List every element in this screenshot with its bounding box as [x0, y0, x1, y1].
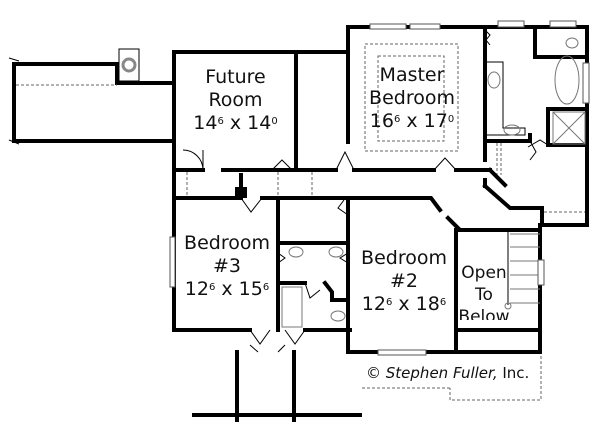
dim-b: 14	[247, 112, 272, 134]
room-name-line2: #2	[389, 270, 418, 292]
dim-a-sup: 6	[385, 297, 393, 308]
chimney	[118, 48, 140, 82]
copyright-symbol: ©	[366, 364, 381, 382]
room-name-line1: Bedroom	[361, 247, 447, 269]
room-name-line2: Bedroom	[369, 87, 455, 109]
room-dimensions: 146 x 140	[178, 112, 293, 135]
open-to-below-label: Open To Below	[458, 262, 510, 320]
dim-a-sup: 6	[393, 114, 401, 125]
dim-a: 12	[184, 278, 209, 300]
dim-a-sup: 6	[208, 282, 216, 293]
dim-a: 16	[369, 110, 394, 132]
bedroom-3-walls	[169, 196, 352, 345]
upper-hall-walls	[172, 159, 461, 231]
dim-a: 12	[361, 293, 386, 315]
room-name-line1: Bedroom	[184, 232, 270, 254]
open-line1: Open	[461, 263, 507, 283]
dim-a: 14	[193, 112, 218, 134]
room-dimensions: 126 x 156	[172, 278, 282, 301]
open-line3: Below	[458, 307, 510, 320]
copyright-notice: © Stephen Fuller, Inc.	[366, 364, 529, 382]
room-label-master-bedroom: Master Bedroom 166 x 170	[357, 64, 467, 133]
open-line2: To	[475, 285, 493, 305]
copyright-suffix: Inc.	[502, 364, 530, 382]
room-name-line2: #3	[212, 255, 241, 277]
dim-sep: x	[221, 278, 233, 300]
dim-b-sup: 0	[271, 116, 278, 127]
room-name-line1: Future	[205, 66, 266, 88]
left-wing-walls	[8, 57, 176, 145]
entry-walls	[192, 344, 362, 422]
master-bath-walls	[483, 20, 590, 227]
dim-sep: x	[398, 293, 410, 315]
dim-b-sup: 6	[262, 282, 270, 293]
dim-b: 15	[238, 278, 263, 300]
dim-b-sup: 0	[447, 114, 455, 125]
room-name-line1: Master	[379, 64, 445, 86]
room-label-bedroom-3: Bedroom #3 126 x 156	[172, 232, 282, 301]
dim-b-sup: 6	[439, 297, 447, 308]
future-room-walls	[172, 50, 298, 172]
room-dimensions: 166 x 170	[357, 110, 467, 133]
jack-jill-bath	[276, 199, 350, 328]
dim-a-sup: 6	[217, 116, 224, 127]
closet-walls	[294, 25, 492, 172]
room-label-future-room: Future Room 146 x 140	[178, 66, 293, 135]
dim-b: 17	[423, 110, 448, 132]
open-to-below	[360, 223, 545, 401]
hall-walls	[482, 167, 589, 227]
dim-sep: x	[406, 110, 418, 132]
room-label-bedroom-2: Bedroom #2 126 x 186	[350, 247, 458, 316]
master-bedroom-walls	[346, 23, 487, 188]
dim-b: 18	[415, 293, 440, 315]
dim-sep: x	[229, 112, 242, 134]
copyright-name: Stephen Fuller,	[385, 364, 498, 382]
room-name-line2: Room	[208, 89, 263, 111]
room-dimensions: 126 x 186	[350, 293, 458, 316]
